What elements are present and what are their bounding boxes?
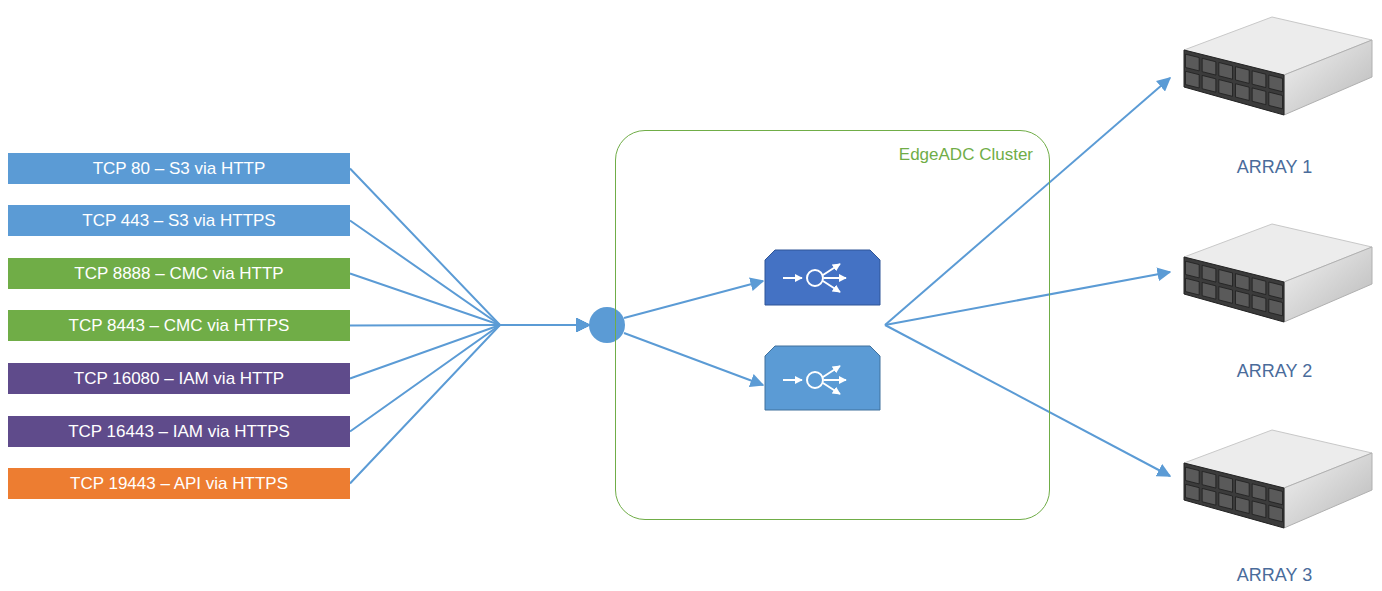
flow-arrow xyxy=(350,274,589,326)
internal-arrow xyxy=(624,281,763,318)
array-label: ARRAY 2 xyxy=(1172,361,1377,382)
storage-array: ARRAY 2 xyxy=(1172,212,1377,384)
flow-arrow xyxy=(350,221,589,326)
array-label: ARRAY 3 xyxy=(1172,565,1377,586)
cluster-title: EdgeADC Cluster xyxy=(899,145,1033,165)
storage-array: ARRAY 3 xyxy=(1172,418,1377,588)
load-balancer-icon xyxy=(765,346,880,410)
port-box: TCP 16080 – IAM via HTTP xyxy=(8,363,350,394)
port-label: TCP 16443 – IAM via HTTPS xyxy=(68,422,290,442)
server-outline xyxy=(1172,418,1377,558)
port-label: TCP 8888 – CMC via HTTP xyxy=(74,264,283,284)
port-label: TCP 16080 – IAM via HTTP xyxy=(74,369,284,389)
port-box: TCP 16443 – IAM via HTTPS xyxy=(8,416,350,447)
server-outline xyxy=(1172,212,1377,352)
port-box: TCP 443 – S3 via HTTPS xyxy=(8,205,350,236)
port-box: TCP 8888 – CMC via HTTP xyxy=(8,258,350,289)
flow-arrow xyxy=(350,325,589,484)
port-label: TCP 19443 – API via HTTPS xyxy=(70,474,288,494)
port-box: TCP 80 – S3 via HTTP xyxy=(8,153,350,184)
port-label: TCP 80 – S3 via HTTP xyxy=(93,159,266,179)
load-balancer-icon xyxy=(765,250,880,305)
entry-dot xyxy=(589,307,625,343)
port-box: TCP 19443 – API via HTTPS xyxy=(8,468,350,499)
flow-arrow xyxy=(350,325,589,379)
port-label: TCP 8443 – CMC via HTTPS xyxy=(69,316,290,336)
port-box: TCP 8443 – CMC via HTTPS xyxy=(8,310,350,341)
flow-arrow xyxy=(885,325,1170,476)
flow-arrow xyxy=(885,78,1170,325)
port-label: TCP 443 – S3 via HTTPS xyxy=(82,211,275,231)
flow-arrow xyxy=(350,325,589,432)
array-label: ARRAY 1 xyxy=(1172,157,1377,178)
storage-array: ARRAY 1 xyxy=(1172,5,1377,180)
server-outline xyxy=(1172,5,1377,145)
internal-arrow xyxy=(624,333,763,385)
cluster-group: EdgeADC Cluster xyxy=(615,130,1050,520)
flow-arrow xyxy=(885,272,1170,325)
flow-arrow xyxy=(350,169,589,326)
